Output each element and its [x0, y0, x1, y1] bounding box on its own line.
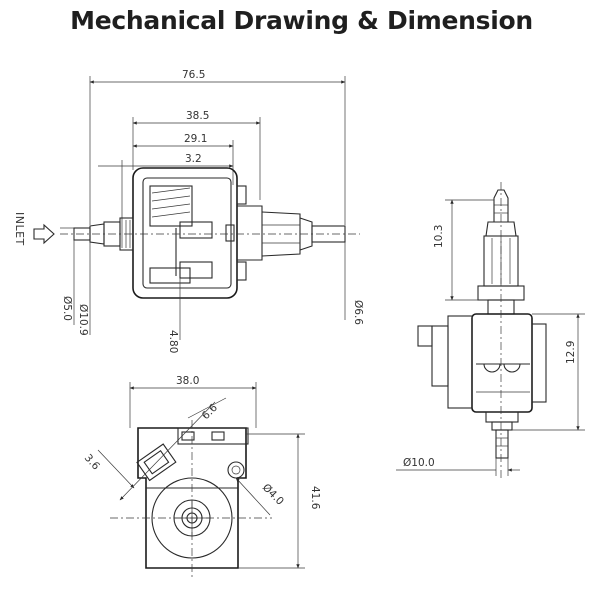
dim-height: 41.6: [309, 486, 321, 510]
dim-offset: 3.2: [185, 153, 202, 165]
dim-outlet-dia: Ø6.6: [352, 300, 364, 325]
dim-inlet-dia-small: Ø5.0: [61, 296, 73, 321]
dim-base-dia: Ø10.0: [403, 457, 435, 469]
dim-overall-length: 76.5: [182, 69, 205, 81]
inlet-label: INLET: [13, 212, 26, 246]
dim-angle-b: 6.6: [200, 402, 221, 423]
dim-body-length: 38.5: [186, 110, 209, 122]
page-title: Mechanical Drawing & Dimension: [70, 6, 533, 35]
dim-width: 38.0: [176, 375, 199, 387]
dim-hole-dia: Ø4.0: [260, 482, 286, 508]
dim-angle-a: 3.6: [82, 452, 102, 473]
dim-inlet-dia-large: Ø10.9: [77, 304, 89, 336]
front-view: 38.0 41.6 3.6 6.: [82, 375, 321, 580]
side-view: 76.5 38.5 29.1 3.2: [13, 69, 364, 353]
dim-height-top: 10.3: [433, 225, 445, 248]
dim-height-bottom: 12.9: [565, 341, 577, 364]
dim-inner-length: 29.1: [184, 133, 207, 145]
dim-terminal: 4.80: [167, 330, 179, 353]
end-view: 10.3 12.9 Ø10.0: [396, 182, 585, 478]
